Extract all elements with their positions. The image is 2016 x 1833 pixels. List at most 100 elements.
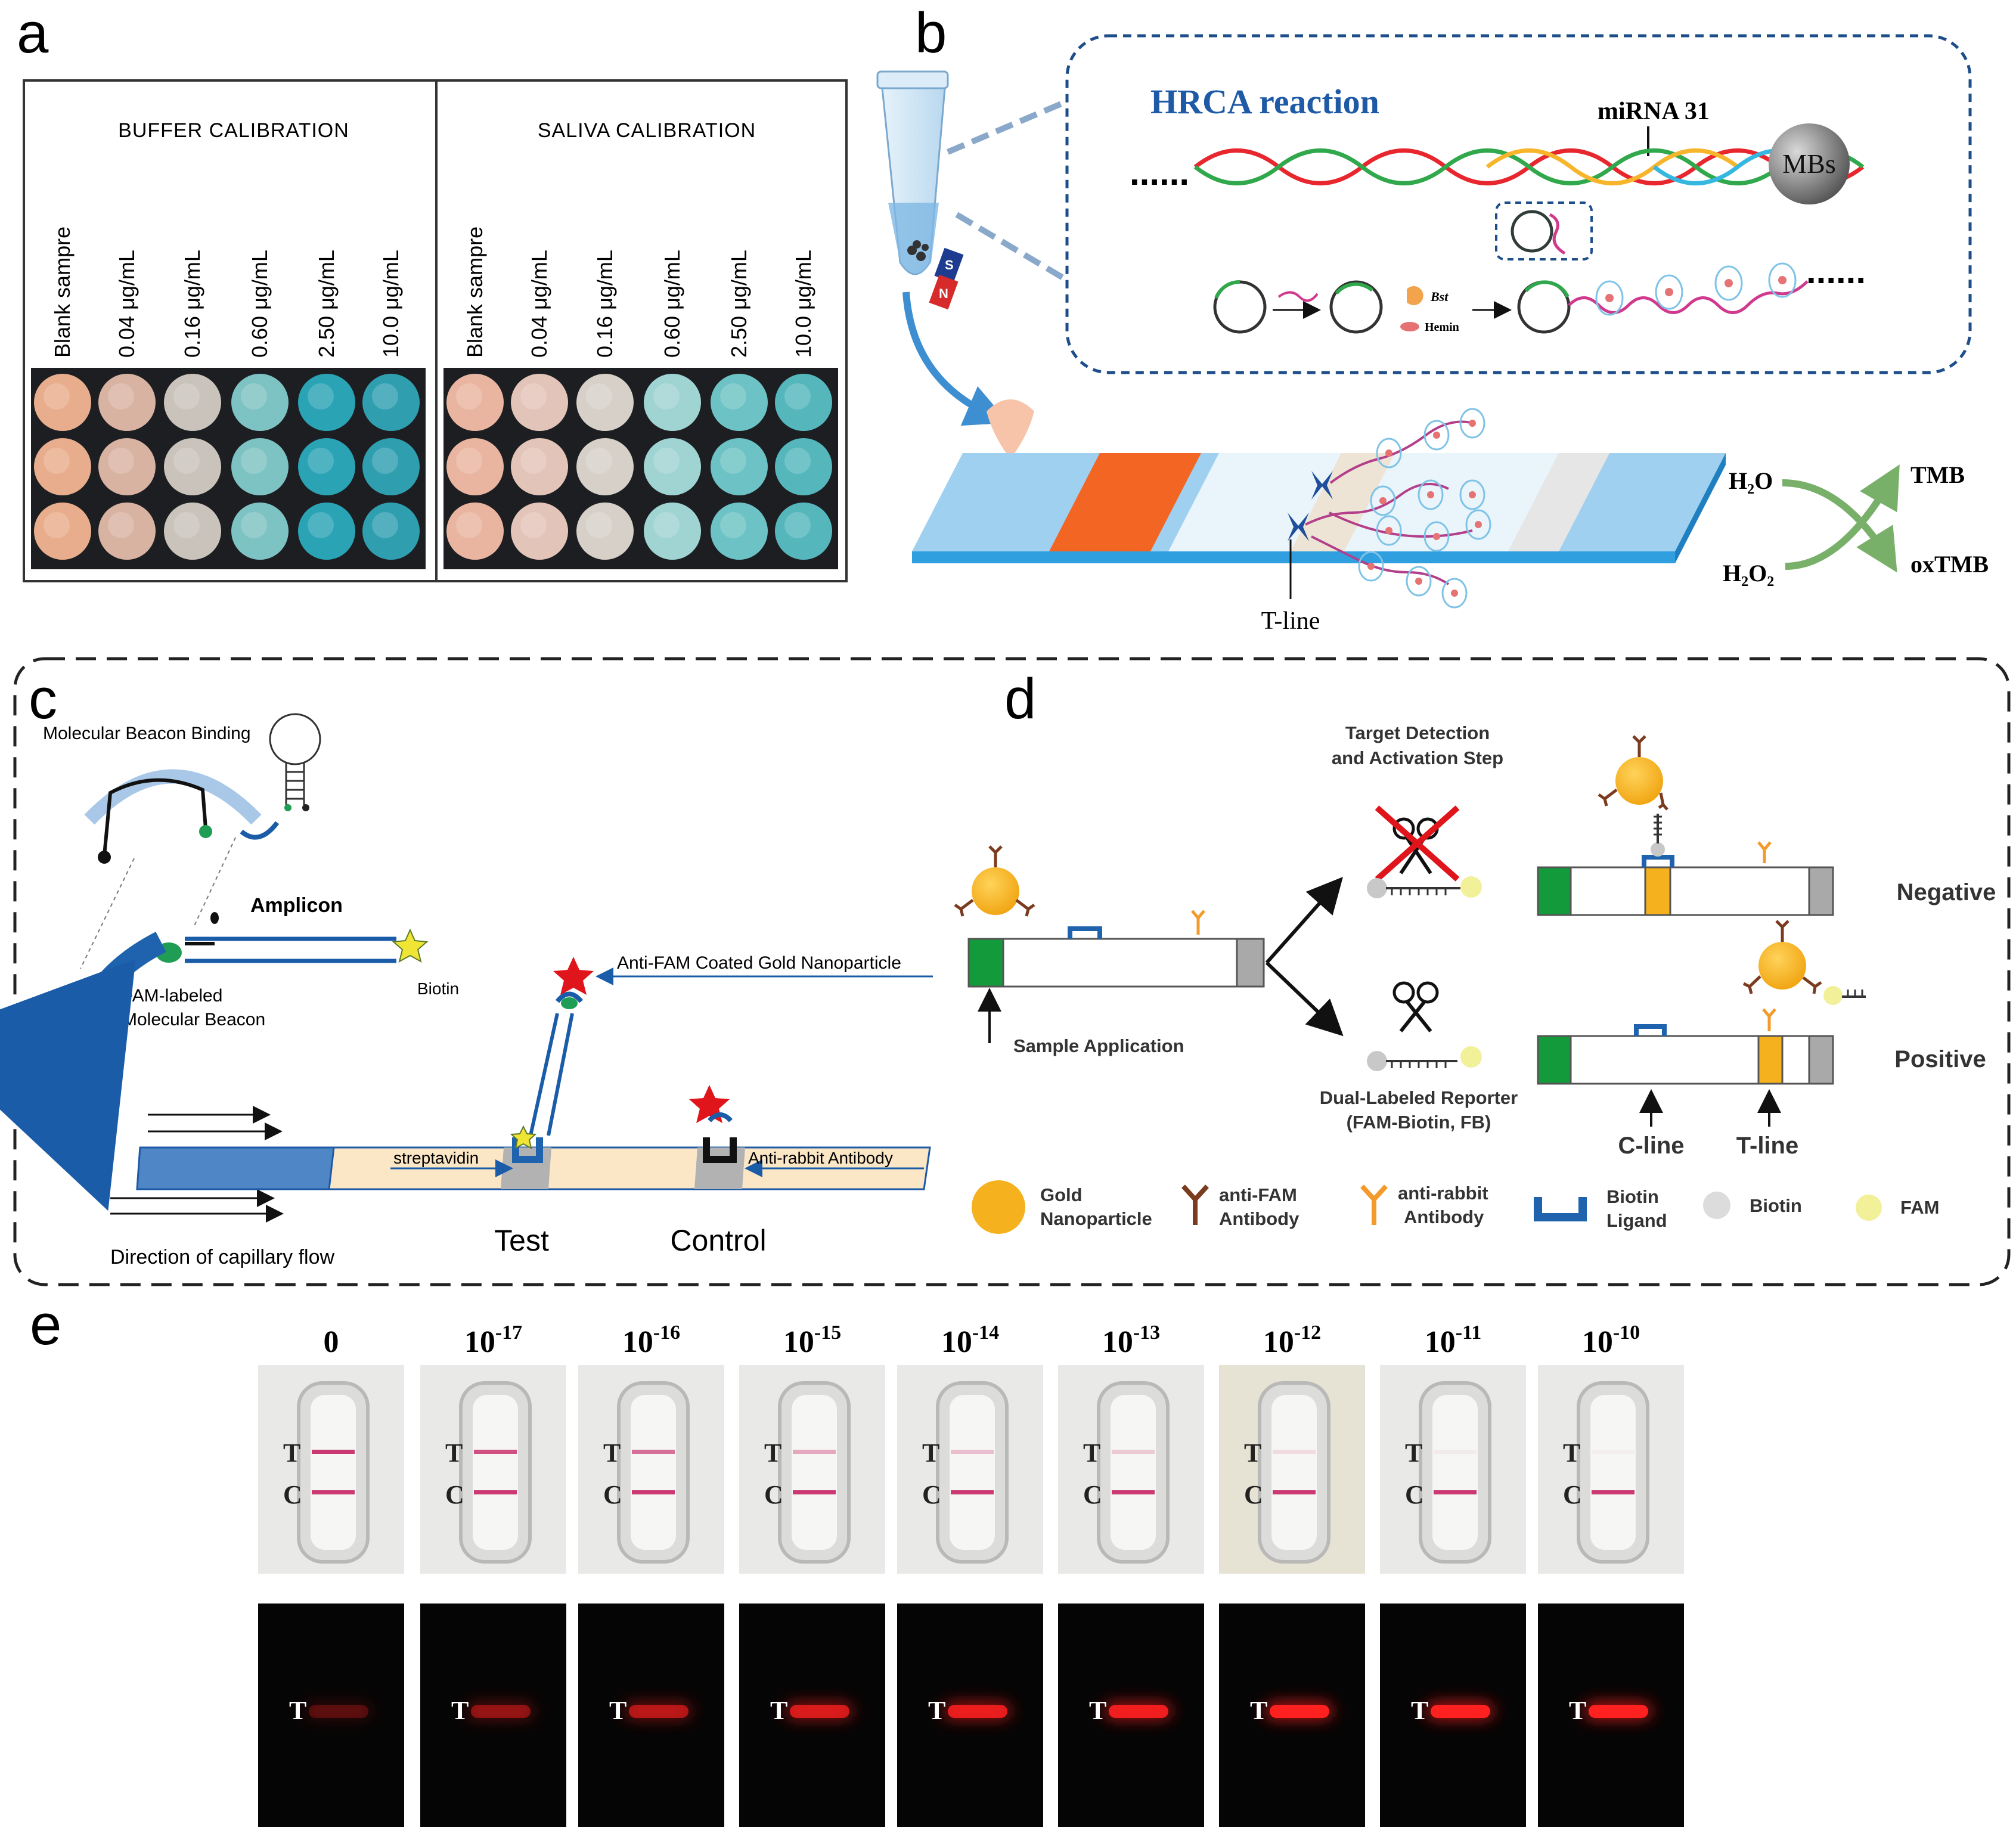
column-label-left-4: 2.50 μg/mL [314,250,339,358]
panel-letter-a: a [17,1,49,65]
mirna-label: miRNA 31 [1598,98,1710,125]
flow-direction-arrows [110,1106,284,1223]
tmb-cycle: H₂O TMB H₂O₂ oxTMB [1723,461,1989,587]
c-letter: C [603,1480,622,1509]
fluor-glow [305,1704,371,1718]
h2o2-label: H₂O₂ [1723,560,1774,587]
fluor-glow [467,1704,534,1718]
c-line-band [474,1490,517,1494]
flow-direction-label: Direction of capillary flow [110,1246,334,1268]
mbs-label: MBs [1782,148,1835,179]
flow-arrow [902,291,1009,426]
column-label-right-3: 0.60 μg/mL [660,250,684,358]
well [164,374,221,431]
negative-label: Negative [1897,879,1996,905]
streptavidin-label: streptavidin [393,1149,479,1167]
column-label-left-3: 0.60 μg/mL [247,250,272,358]
positive-label: Positive [1894,1046,1986,1072]
t-line-label-b: T-line [1261,607,1320,635]
amplicon-arc [84,769,262,825]
dna-helix [1193,148,1865,185]
strip-membrane [792,1395,837,1550]
column-label-left-2: 0.16 μg/mL [180,250,204,358]
reporter-cleaved [1367,1046,1482,1071]
hrca-title: HRCA reaction [1150,82,1379,121]
conc-label-8: 10-10 [1582,1322,1640,1359]
well-highlight [173,383,200,410]
c-letter: C [1405,1480,1424,1509]
capture-probes [1288,408,1491,609]
c-line-band [1112,1490,1155,1494]
well-highlight [308,383,334,410]
well-highlight [653,512,680,538]
conc-base: 0 [324,1325,339,1359]
c-letter: C [1244,1480,1263,1509]
conc-exponent: -14 [972,1322,999,1344]
panel-letter-e: e [30,1293,61,1357]
well-highlight [456,383,482,410]
fluor-band [948,1705,1007,1718]
hemin-label: Hemin [1425,321,1459,334]
conc-base: 10 [1425,1325,1456,1359]
t-letter: T [1405,1438,1422,1468]
scissors-crossed [1375,805,1460,882]
well [231,374,289,431]
legend-antifam-1: anti-FAM [1219,1184,1297,1205]
c-line-band [1434,1490,1477,1494]
well [34,503,91,560]
lateral-flow-strip-c [136,1137,931,1190]
well-highlight [108,448,134,474]
sample-droplet [987,399,1034,459]
test-label: Test [494,1224,549,1257]
well-highlight [372,383,398,410]
conc-exponent: -17 [495,1322,522,1344]
t-line-band [951,1450,994,1454]
conc-base: 10 [1582,1325,1613,1359]
oxtmb-label: oxTMB [1910,551,1989,578]
saliva-calibration-title: SALIVA CALIBRATION [538,119,756,142]
t-letter: T [1563,1438,1580,1468]
well [711,438,768,495]
well-highlight [784,383,811,410]
t-letter: T [1244,1438,1261,1468]
well [576,438,634,495]
conc-base: 10 [622,1325,653,1359]
well-highlight [372,512,398,538]
well [298,503,355,560]
well [362,438,420,495]
well-grid [34,374,832,560]
sample-application-label: Sample Application [1013,1035,1184,1056]
svg-text:S: S [945,258,954,272]
well-highlight [372,448,398,474]
step-label-1: Target Detection [1345,722,1490,743]
well [576,503,634,560]
well [711,374,768,431]
legend-antirabbit-1: anti-rabbit [1398,1183,1488,1204]
legend-antirabbit-2: Antibody [1404,1207,1484,1227]
well [576,374,634,431]
c-letter: C [764,1480,783,1509]
conc-base: 10 [941,1325,972,1359]
well-highlight [653,448,680,474]
well [34,374,91,431]
well-highlight [586,512,612,538]
well-highlight [456,512,482,538]
well [644,438,701,495]
column-label-right-4: 2.50 μg/mL [727,250,751,358]
zoom-line-bottom [955,212,1069,283]
fluor-t-letter: T [1569,1696,1586,1725]
well [775,374,832,431]
t-line-band [1592,1450,1634,1454]
biotin-label: Biotin [417,979,459,998]
conc-label-2: 10-16 [622,1322,680,1359]
fluor-t-letter: T [770,1696,787,1725]
t-line-band [1112,1450,1155,1454]
conc-label-6: 10-12 [1263,1322,1321,1359]
column-label-right-5: 10.0 μg/mL [791,250,815,358]
legend-biotin-ligand-1: Biotin [1606,1186,1659,1207]
fluor-band [1589,1705,1648,1718]
legend-fam: FAM [1900,1197,1939,1218]
conc-label-3: 10-15 [783,1322,841,1359]
